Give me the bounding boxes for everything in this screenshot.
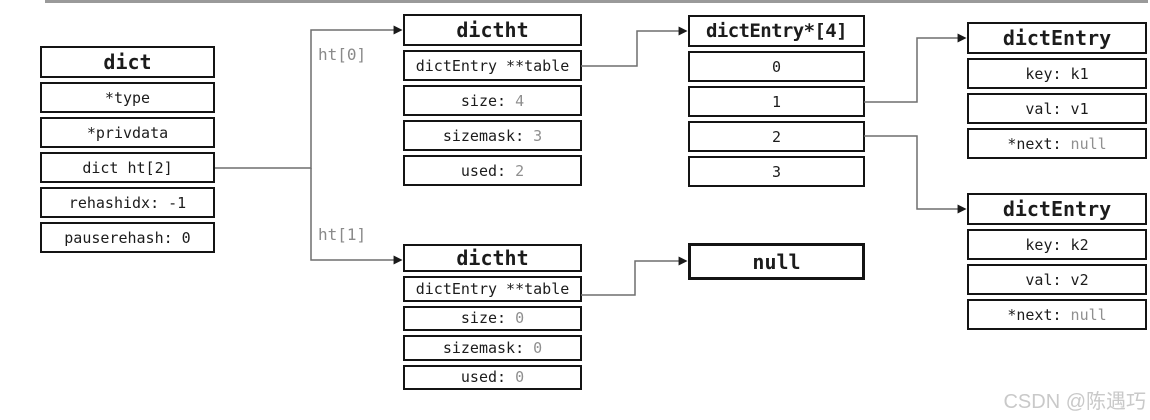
dictentry2-box: dictEntry key: k2 val: v2 *next: null [967,193,1147,330]
struct-row: dictEntry **table [403,50,582,81]
struct-row-label: 2 [771,127,782,146]
struct-row: *next: null [967,128,1147,159]
dict-struct-box: dict *type *privdata dict ht[2] rehashidx: … [40,46,215,253]
struct-row-value: null [1061,305,1107,324]
struct-row-label: rehashidx: -1 [68,193,187,212]
top-divider-line [45,0,1148,3]
arrow-bucket2-to-entry2 [864,135,967,214]
struct-row-label: dictEntry **table [415,56,570,75]
dict-struct-title: dict [40,46,215,78]
struct-row-label: *next: [1007,134,1062,153]
arrow-bucket1-to-entry1 [864,33,967,103]
struct-row: 2 [688,121,865,152]
struct-row: used: 2 [403,155,582,186]
struct-row-label: *next: [1007,305,1062,324]
struct-row-value: 0 [506,368,525,387]
struct-row-label: 0 [771,57,782,76]
struct-row: sizemask: 3 [403,120,582,151]
struct-row-value: 2 [506,161,525,180]
null-box: null [688,243,865,280]
struct-row: key: k2 [967,229,1147,260]
struct-row: *type [40,82,215,113]
struct-row: size: 4 [403,85,582,116]
null-box-label: null [688,243,865,280]
struct-row-label: sizemask: [442,126,525,145]
struct-row: *next: null [967,299,1147,330]
struct-row: size: 0 [403,305,582,331]
ht0-pointer-label: ht[0] [318,45,367,64]
struct-row-label: used: [460,161,507,180]
csdn-watermark: CSDN @陈遇巧 [1003,391,1146,413]
struct-row-value: 0 [524,338,543,357]
struct-row-label: val: v1 [1025,99,1089,118]
struct-row-label: dictEntry **table [415,279,570,298]
struct-row-label: size: [460,309,507,328]
bucket-array-box: dictEntry*[4] 0 1 2 3 [688,15,865,187]
struct-row-label: dict ht[2] [82,158,173,177]
struct-row-value: 0 [506,309,525,328]
struct-row: rehashidx: -1 [40,187,215,218]
struct-row: used: 0 [403,364,582,390]
struct-row: dict ht[2] [40,152,215,183]
struct-row-label: 1 [771,92,782,111]
struct-row-value: null [1061,134,1107,153]
dictht1-struct-title: dictht [403,244,582,272]
struct-row: pauserehash: 0 [40,222,215,253]
struct-row-value: 4 [506,91,525,110]
arrow-dict-to-dictht0 [215,25,403,169]
struct-row: val: v2 [967,264,1147,295]
struct-row: key: k1 [967,58,1147,89]
struct-row-label: sizemask: [442,338,525,357]
struct-row: val: v1 [967,93,1147,124]
struct-row-label: pauserehash: 0 [64,228,191,247]
struct-row: 3 [688,156,865,187]
struct-row-label: val: v2 [1025,270,1089,289]
dictht0-struct-title: dictht [403,14,582,46]
struct-row-label: key: k2 [1025,235,1089,254]
arrow-table-to-bucket [581,26,688,67]
dictentry2-title: dictEntry [967,193,1147,225]
dictentry1-box: dictEntry key: k1 val: v1 *next: null [967,22,1147,159]
struct-row-value: 3 [524,126,543,145]
struct-row: *privdata [40,117,215,148]
arrow-dict-to-dictht1 [310,168,403,265]
struct-row-label: size: [460,91,507,110]
arrow-table1-to-null [581,256,688,296]
struct-row-label: *type [104,88,151,107]
struct-row-label: key: k1 [1025,64,1089,83]
struct-row: 0 [688,51,865,82]
struct-row-label: used: [460,368,507,387]
struct-row-label: 3 [771,162,782,181]
struct-row: 1 [688,86,865,117]
bucket-array-title: dictEntry*[4] [688,15,865,47]
struct-row: sizemask: 0 [403,335,582,361]
dictentry1-title: dictEntry [967,22,1147,54]
struct-row: dictEntry **table [403,276,582,302]
struct-row-label: *privdata [86,123,169,142]
ht1-pointer-label: ht[1] [318,225,367,244]
dictht0-struct-box: dictht dictEntry **table size: 4 sizemask:… [403,14,582,186]
